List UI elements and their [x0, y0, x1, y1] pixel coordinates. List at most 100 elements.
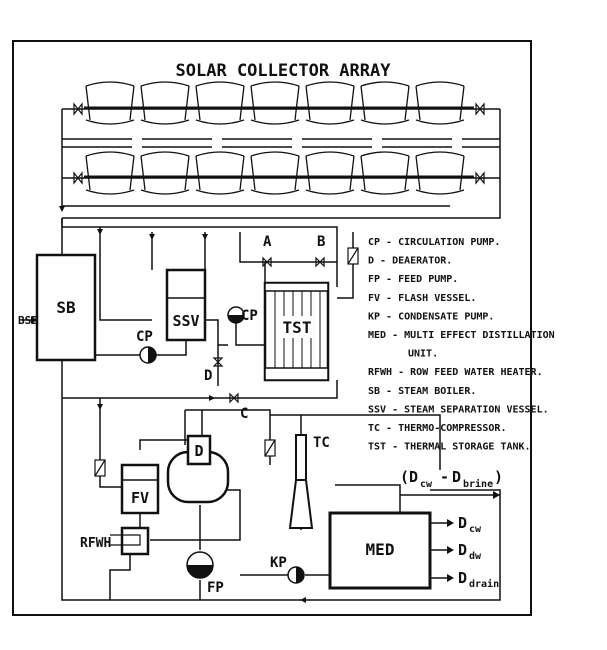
flow-arrow-icon: [493, 491, 500, 499]
feed-pump-icon: [186, 551, 214, 579]
collector-trough-r2-1: [85, 151, 135, 195]
legend-item: SSV - STEAM SEPARATION VESSEL.: [368, 404, 549, 415]
tst-label: TST: [283, 318, 312, 337]
fp-label: FP: [207, 580, 224, 596]
circulation-pump-2-icon: [227, 306, 245, 324]
valve-icon: [73, 171, 83, 185]
steam-boiler: [35, 253, 97, 362]
brine-d2: D: [452, 468, 461, 486]
legend-item: CP - CIRCULATION PUMP.: [368, 237, 500, 248]
flow-arrow-icon: [97, 404, 103, 410]
legend-item: FP - FEED PUMP.: [368, 274, 458, 285]
ssv-label: SSV: [172, 312, 199, 330]
flow-arrow-icon: [209, 395, 215, 401]
flow-arrow-icon: [447, 519, 454, 527]
collector-trough-r1-6: [360, 81, 410, 125]
collector-trough-r1-4: [250, 81, 300, 125]
flow-arrow-icon: [300, 597, 306, 603]
output-dw-sub: dw: [469, 551, 482, 562]
distillate-brine-label: ( D cw - D brine ): [400, 468, 503, 490]
tst-bottom-plate: [264, 367, 329, 381]
point-c-label: C: [240, 406, 248, 422]
output-drain-sub: drain: [469, 578, 499, 590]
cp1-label: CP: [136, 329, 153, 345]
collector-trough-r2-4: [250, 151, 300, 195]
collector-trough-r1-3: [195, 81, 245, 125]
legend-item: TST - THERMAL STORAGE TANK.: [368, 442, 531, 453]
deaerator-valve-label: D: [204, 368, 212, 384]
legend-item: UNIT.: [408, 349, 438, 360]
flow-arrow-icon: [447, 574, 454, 582]
rfwh-label: RFWH: [80, 536, 111, 551]
brine-d1: D: [409, 468, 418, 486]
valve-d-icon: [212, 357, 224, 367]
valve-icon: [475, 171, 485, 185]
collector-trough-r2-7: [415, 151, 465, 195]
tst-top-plate: [264, 282, 329, 292]
collector-trough-r2-2: [140, 151, 190, 195]
output-drain-d: D: [458, 569, 467, 587]
flash-vessel: [120, 463, 160, 515]
flow-arrow-icon: [31, 316, 37, 324]
check-valve-icon: [94, 459, 106, 477]
tst-label-bg: [279, 316, 315, 338]
brine-open-paren: (: [400, 468, 409, 486]
condensate-pump-icon: [287, 566, 305, 584]
diagram-frame: [12, 40, 532, 616]
circulation-pump-1-icon: [139, 346, 157, 364]
valve-a-icon: [262, 256, 272, 268]
collector-trough-r1-7: [415, 81, 465, 125]
steam-boiler-label: SB: [56, 298, 76, 317]
valve-c-icon: [229, 392, 239, 404]
solar-collector-array: [59, 81, 501, 219]
multi-effect-distillation-unit: [328, 511, 432, 590]
collector-trough-r1-2: [140, 81, 190, 125]
point-a-label: A: [263, 234, 272, 250]
flow-arrow-icon: [97, 229, 103, 235]
tc-label: TC: [313, 435, 330, 451]
med-label: MED: [366, 540, 395, 559]
legend-item: MED - MULTI EFFECT DISTILLATION: [368, 330, 555, 341]
brine-sub: brine: [463, 478, 493, 490]
collector-trough-r1-5: [305, 81, 355, 125]
collector-trough-r2-6: [360, 151, 410, 195]
flow-arrow-icon: [149, 234, 155, 240]
legend: CP - CIRCULATION PUMP. D - DEAERATOR. FP -…: [368, 237, 555, 453]
legend-item: SB - STEAM BOILER.: [368, 386, 476, 397]
valve-icon: [475, 102, 485, 116]
valve-b-icon: [315, 256, 325, 268]
rfwh-coil: [110, 534, 141, 546]
raw-feed-water-heater: [120, 526, 150, 556]
legend-item: KP - CONDENSATE PUMP.: [368, 311, 494, 322]
collector-trough-r2-5: [305, 151, 355, 195]
flow-arrow-icon: [59, 206, 65, 212]
bsb-label: BSB: [18, 314, 38, 327]
output-cw-sub: cw: [469, 524, 482, 535]
valve-icon: [73, 102, 83, 116]
deaerator-label: D: [194, 442, 203, 460]
kp-label: KP: [270, 555, 287, 571]
output-dw-d: D: [458, 541, 467, 559]
point-b-label: B: [317, 234, 325, 250]
deaerator-column: [186, 434, 212, 466]
fv-label: FV: [131, 489, 149, 507]
thermo-compressor: [288, 434, 314, 529]
brine-close-paren: ): [494, 468, 503, 486]
brine-minus: -: [440, 468, 449, 486]
collector-return-line: [62, 109, 501, 219]
output-cw-d: D: [458, 514, 467, 532]
brine-cw: cw: [420, 479, 433, 490]
check-valve-icon: [264, 439, 276, 457]
flow-arrow-icon: [202, 234, 208, 240]
legend-item: TC - THERMO-COMPRESSOR.: [368, 423, 506, 434]
collector-trough-r1-1: [85, 81, 135, 125]
collector-trough-r2-3: [195, 151, 245, 195]
legend-item: FV - FLASH VESSEL.: [368, 293, 476, 304]
cp2-label: CP: [241, 308, 258, 324]
legend-item: D - DEAERATOR.: [368, 256, 452, 267]
flow-arrow-icon: [447, 546, 454, 554]
steam-separation-vessel: [165, 268, 207, 342]
check-valve-icon: [347, 247, 359, 265]
legend-item: RFWH - ROW FEED WATER HEATER.: [368, 367, 543, 378]
